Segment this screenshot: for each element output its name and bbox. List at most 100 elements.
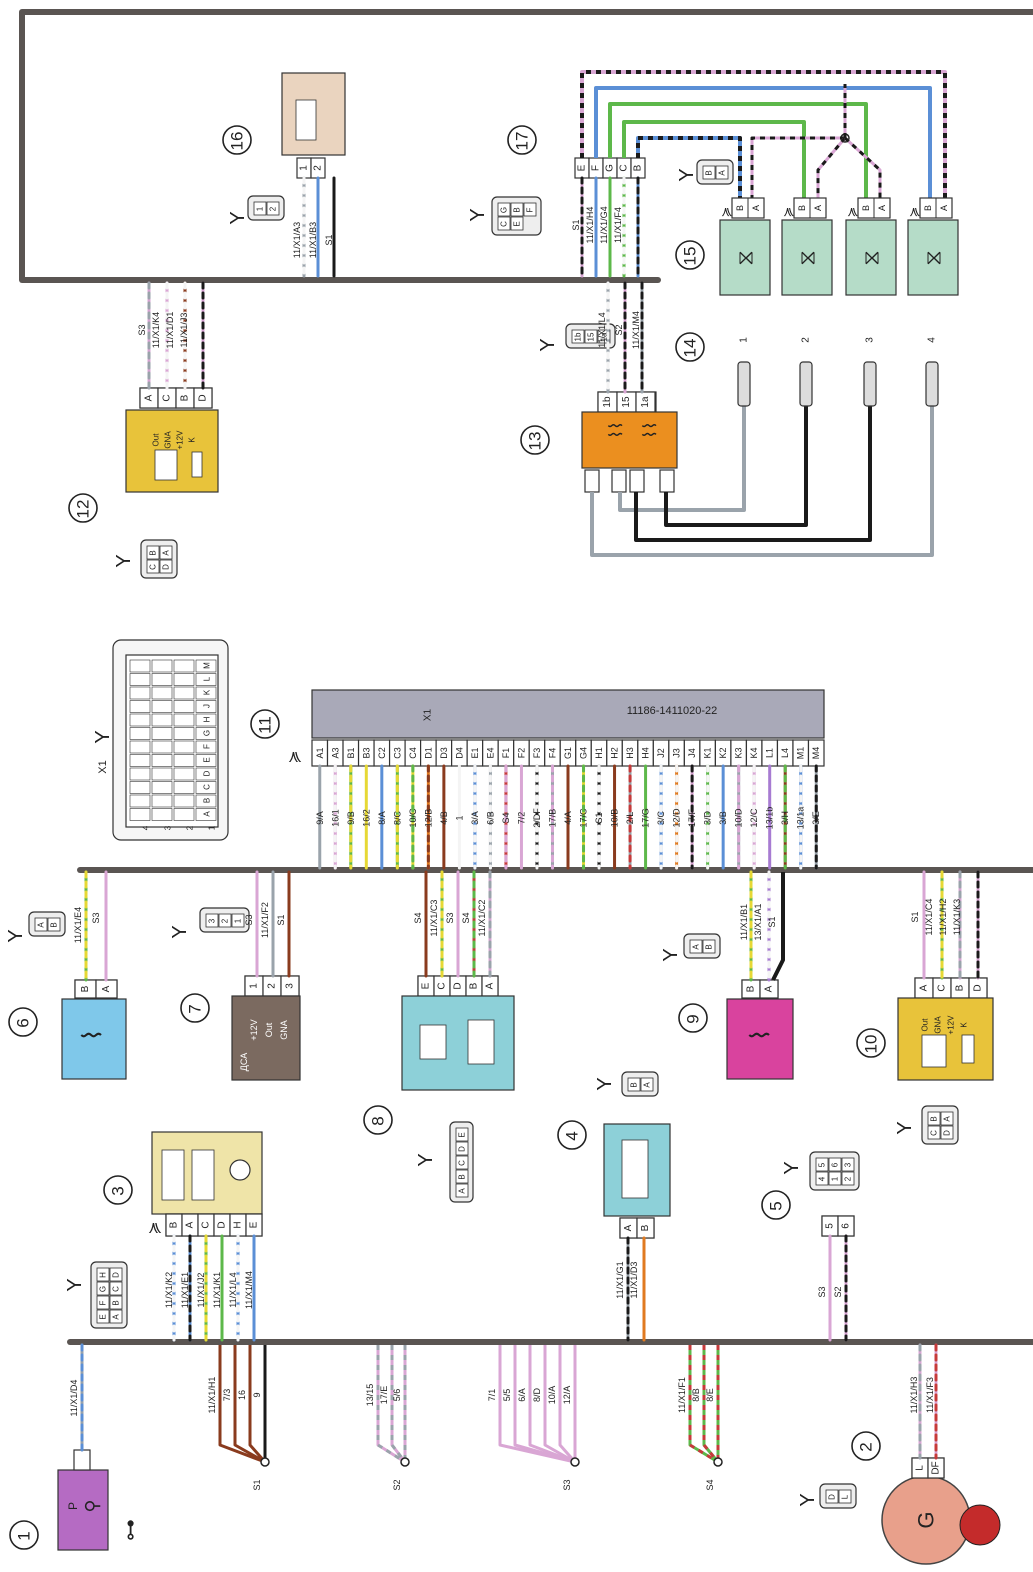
- component-10-wire-label-1: S1: [910, 911, 920, 922]
- ecu-plug-cell: [173, 686, 195, 700]
- component-9-plug-cell-B: [702, 939, 716, 954]
- injector-4-valve-icon: ⧖: [921, 250, 946, 265]
- injector-2-arrow-icon: ≽: [781, 207, 796, 218]
- ecu-plug-cell: [195, 673, 217, 686]
- callout-5: 5: [767, 1201, 786, 1210]
- component-17-plug-label-C: C: [500, 221, 509, 227]
- ecu-pin-label-G4: G4: [579, 747, 589, 759]
- component-1-plug-icon: ⊶: [118, 1519, 143, 1541]
- component-10-plug-label-D: D: [943, 1130, 952, 1136]
- ecu-plug-cell: [195, 727, 217, 740]
- ecu-wire-label-E4: 6/B: [485, 811, 495, 825]
- connector-mark-symbol: Y: [227, 211, 249, 224]
- injector-4-body: [907, 219, 959, 296]
- ecu-plug-col-label-4: 4: [142, 825, 151, 830]
- component-4-pin-label-A: A: [623, 1224, 634, 1231]
- splice-S2-wire-1-stripe: [376, 1345, 406, 1464]
- component-3-plug-cell-D: [109, 1267, 123, 1282]
- ecu-pin-label-L4: L4: [780, 748, 790, 758]
- component-3-pin-label-E: E: [249, 1221, 260, 1228]
- component-10-label-1: Out: [921, 1018, 930, 1032]
- callout-11-circle: [250, 709, 280, 739]
- ecu-pin-label-C2: C2: [377, 747, 387, 759]
- component-9-pin-label-B: B: [746, 985, 757, 992]
- ecu-pin-label-E4: E4: [485, 747, 495, 758]
- ecu-pin-label-G1: G1: [563, 747, 573, 759]
- callout-9: 9: [684, 1014, 703, 1023]
- component-15-plug-label-B: B: [705, 170, 714, 175]
- ecu-plug-row-label-H: H: [203, 716, 212, 722]
- splice-S1-wire-label-4: 9: [252, 1392, 262, 1397]
- ecu-plug-cell: [195, 659, 217, 673]
- injector-2-body: [781, 219, 833, 296]
- ecu-plug-row-label-E: E: [203, 757, 212, 762]
- ecu-plug-cell: [195, 781, 217, 794]
- component-12-label-out: Out: [152, 433, 161, 447]
- ecu-plug-cell: [173, 700, 195, 713]
- connector-mark-symbol: Y: [676, 168, 698, 181]
- component-16-plug-label-2: 2: [269, 206, 278, 211]
- ecu-wire-label-F3: 2/DF: [532, 808, 542, 828]
- ecu-pin-label-E1: E1: [470, 747, 480, 758]
- ecu-harness-label: X1: [97, 760, 109, 773]
- component-17-plug-label-G: G: [500, 207, 509, 213]
- component-5-plug-label-1: 1: [831, 1176, 840, 1181]
- splice-S2-wire-2: [390, 1345, 407, 1463]
- component-1-label: P: [66, 1502, 80, 1510]
- ecu-part-number: 11186-1411020-22: [627, 705, 718, 717]
- component-13-pin-label-15: 15: [621, 396, 632, 408]
- ecu-wire-label-C3: 8/C: [392, 811, 402, 826]
- generator-label: G: [914, 1511, 939, 1528]
- component-3-wire-label-3: 11/X1/J2: [196, 1273, 206, 1308]
- component-3-plug-cell-F: [96, 1295, 110, 1310]
- component-7-plug-label-1: 1: [234, 918, 243, 923]
- component-5-plug-label-6: 6: [831, 1162, 840, 1167]
- injector-1-feed-stripe: [750, 136, 845, 198]
- component-8-wire-label-3: S3: [445, 912, 455, 923]
- component-12-wire-label-3: 11/X1/D1: [165, 312, 175, 349]
- ecu-plug-cell: [195, 713, 217, 727]
- component-10-pin-label-C: C: [937, 984, 948, 991]
- component-12-wire-label-2: 11/X1/K4: [151, 312, 161, 348]
- component-8-pin-label-C: C: [437, 982, 448, 989]
- injector-1-body: [719, 219, 771, 296]
- component-13-wire-label-2: S2: [614, 324, 624, 335]
- ecu-plug-arrow-icon: ≽: [287, 750, 304, 763]
- spark-plug-label-4: 4: [927, 337, 938, 343]
- component-12-label-12v: +12V: [176, 430, 185, 450]
- component-8-pin-label-A: A: [485, 982, 496, 989]
- component-10-resistor: [961, 1034, 975, 1064]
- component-9-pin-label-A: A: [764, 985, 775, 992]
- component-10-wire-label-3: 11/X1/H2: [938, 899, 948, 936]
- component-7-pin-label-3: 3: [285, 983, 296, 989]
- component-9-plug-label-A: A: [692, 944, 701, 950]
- ecu-wire-label-L1: 13/1b: [765, 807, 775, 830]
- component-9-plug-label-B: B: [705, 944, 714, 949]
- component-15-plug-label-A: A: [718, 170, 727, 176]
- component-10-pin-label-B: B: [955, 984, 966, 991]
- injector-2-feed-stripe: [816, 137, 847, 198]
- ecu-plug-cell: [151, 713, 173, 727]
- injector-2-pin-a: A: [813, 205, 823, 211]
- ecu-wire-label-D1: 12/B: [423, 809, 433, 828]
- component-17-wire-label-1: S1: [571, 219, 581, 230]
- ecu-wire-label-H2: 10/B: [610, 809, 620, 828]
- splice-S1-wire-1: [218, 1345, 266, 1464]
- component-13-plug-cell-15: [584, 329, 598, 344]
- spark-plug-2: [799, 361, 813, 407]
- ecu-plug-cell: [195, 794, 217, 808]
- callout-8: 8: [369, 1116, 388, 1125]
- ecu-plug-cell: [129, 781, 151, 794]
- ecu-plug-cell: [151, 727, 173, 740]
- ecu-plug-row-label-A: A: [203, 811, 212, 817]
- component-6-plug-label-A: A: [37, 922, 46, 928]
- component-5-plug-cell-4: [815, 1171, 829, 1186]
- component-3-wire-label-2: 11/X1/E1: [180, 1272, 190, 1308]
- component-8-pin-label-B: B: [469, 982, 480, 989]
- component-8-plug-cell-E: [455, 1127, 469, 1142]
- injector-4-arrow-icon: ≽: [907, 207, 922, 218]
- component-5-plug-cell-1: [828, 1171, 842, 1186]
- ecu-pin-label-D3: D3: [439, 747, 449, 759]
- splice-S4-wire-label-3: 8/E: [705, 1388, 715, 1402]
